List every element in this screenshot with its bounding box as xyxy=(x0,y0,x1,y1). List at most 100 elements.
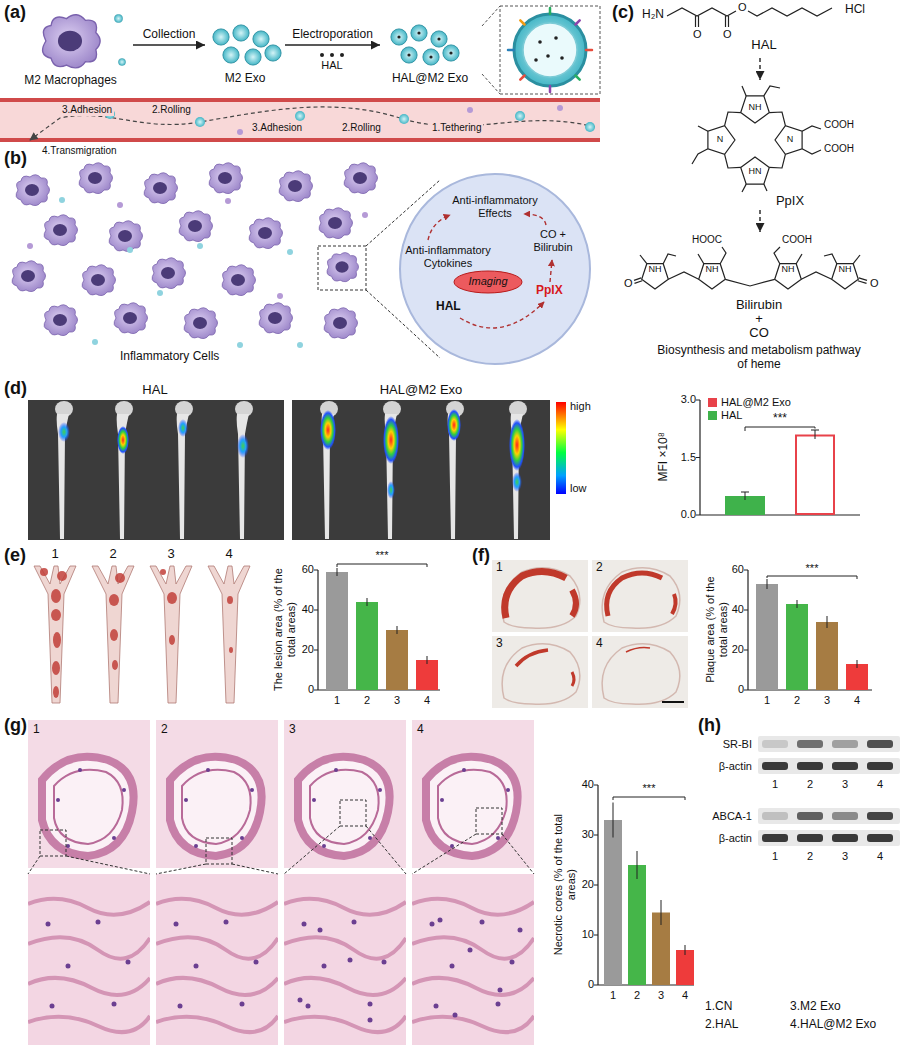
text-label: 3 xyxy=(394,694,400,707)
text-label: 20 xyxy=(302,643,314,656)
node-text: Anti-inflammatory Cytokines xyxy=(402,244,494,269)
cell-node: M2 Macrophages xyxy=(8,10,133,90)
text-label: SR-BI xyxy=(723,738,752,751)
text-label: 0 xyxy=(588,978,594,991)
panel-e-art xyxy=(34,564,440,703)
node-text: Bilirubin xyxy=(628,298,890,312)
step-label: 2.Rolling xyxy=(150,104,193,116)
text-label: ABCA-1 xyxy=(712,810,752,823)
text-label: 3 xyxy=(167,547,174,562)
text-label: β-actin xyxy=(719,760,752,773)
text-label: 4.HAL@M2 Exo xyxy=(790,1018,876,1032)
axis-title: MFI ×10⁸ xyxy=(657,432,671,481)
text-label: high xyxy=(570,400,591,413)
text-label: 1 xyxy=(610,989,616,1002)
text-label: 0 xyxy=(738,683,744,696)
text-label: 1 xyxy=(334,694,340,707)
exosome-node: M2 Exo xyxy=(205,22,285,90)
panel-f-art xyxy=(492,560,872,708)
atom-label: O xyxy=(693,28,702,41)
text-label: β-actin xyxy=(719,832,752,845)
significance-mark: *** xyxy=(643,782,656,795)
text-label: low xyxy=(570,482,587,495)
text-label: 0.0 xyxy=(681,508,696,521)
step-label: 4.Transmigration xyxy=(40,145,119,157)
panel-d-art xyxy=(28,400,860,540)
text-label: HAL@M2 Exo xyxy=(380,383,463,398)
panel-g-art xyxy=(28,720,694,1045)
node-text: HAL xyxy=(638,38,890,53)
loaded-exosome-node: HAL@M2 Exo xyxy=(380,22,480,90)
text-label: 1.CN xyxy=(705,1000,732,1014)
text-label: 2 xyxy=(807,850,813,863)
text-label: 40 xyxy=(582,778,594,791)
text-label: 4 xyxy=(424,694,430,707)
text-label: 3 xyxy=(289,723,296,737)
text-label: 2 xyxy=(364,694,370,707)
node-text: Anti-inflammatory Effects xyxy=(440,194,550,219)
atom-label: O xyxy=(624,277,633,290)
node-text: HAL@M2 Exo xyxy=(380,72,480,86)
atom-label: O xyxy=(870,277,879,290)
text-label: 3 xyxy=(496,637,503,651)
text-label: 3.M2 Exo xyxy=(790,1000,841,1014)
legend-swatch xyxy=(708,411,717,420)
panel-b-art xyxy=(12,163,440,358)
atom-label: COOH xyxy=(824,143,854,155)
text-label: 1 xyxy=(764,694,770,707)
node-text: M2 Macrophages xyxy=(8,74,133,88)
text-label: 3 xyxy=(842,850,848,863)
panel-letter: (e) xyxy=(4,545,26,566)
text-label: HAL xyxy=(142,383,167,398)
chemical-structures xyxy=(634,8,867,289)
atom-label: HN xyxy=(749,166,762,176)
node-text: + xyxy=(628,312,890,326)
text-label: 1 xyxy=(772,778,778,791)
panel-letter: (h) xyxy=(698,715,721,736)
text-label: 0 xyxy=(308,683,314,696)
legend-text: HAL@M2 Exo xyxy=(721,396,791,409)
atom-label: NH xyxy=(839,264,852,274)
text-label: 2 xyxy=(807,778,813,791)
text-label: 1 xyxy=(496,561,503,575)
step-label: 2.Rolling xyxy=(340,122,383,134)
atom-label: O xyxy=(738,1,747,14)
atom-label: N xyxy=(787,134,794,144)
text-label: 1.5 xyxy=(681,451,696,464)
axis-title: Plaque area (% of the total areas) xyxy=(703,568,728,693)
text-label: 3 xyxy=(658,989,664,1002)
text-label: 40 xyxy=(732,603,744,616)
panel-letter: (b) xyxy=(4,148,27,169)
panel-letter: (d) xyxy=(4,378,27,399)
text-label: 10 xyxy=(582,928,594,941)
edge-label: Electroporation xyxy=(292,28,373,42)
text-label: 4 xyxy=(417,723,424,737)
text-label: Inflammatory Cells xyxy=(120,350,219,364)
axis-title: The lesion area (% of the total areas) xyxy=(271,568,296,693)
atom-label: O xyxy=(723,28,732,41)
text-label: 4 xyxy=(225,547,232,562)
atom-label: COOH xyxy=(824,119,854,131)
text-label: 2 xyxy=(109,547,116,562)
axis-title: Necrotic cores (% of the total areas) xyxy=(552,810,577,960)
panel-a-art xyxy=(43,6,600,94)
text-label: 2 xyxy=(596,561,603,575)
text-label: Biosynthesis and metabolism pathway of h… xyxy=(654,344,864,372)
significance-mark: *** xyxy=(773,412,787,426)
text-label: 4 xyxy=(596,637,603,651)
atom-label: N xyxy=(717,134,724,144)
atom-label: H₂N xyxy=(642,8,664,22)
text-label: 2 xyxy=(161,723,168,737)
text-label: 2 xyxy=(634,989,640,1002)
text-label: 1 xyxy=(51,547,58,562)
text-label: 3 xyxy=(824,694,830,707)
connector xyxy=(759,58,760,80)
step-label: 1.Tethering xyxy=(430,122,483,134)
text-label: 30 xyxy=(582,828,594,841)
step-label: 3.Adhesion xyxy=(250,122,304,134)
connector xyxy=(759,210,760,232)
blood-vessel xyxy=(0,98,600,142)
